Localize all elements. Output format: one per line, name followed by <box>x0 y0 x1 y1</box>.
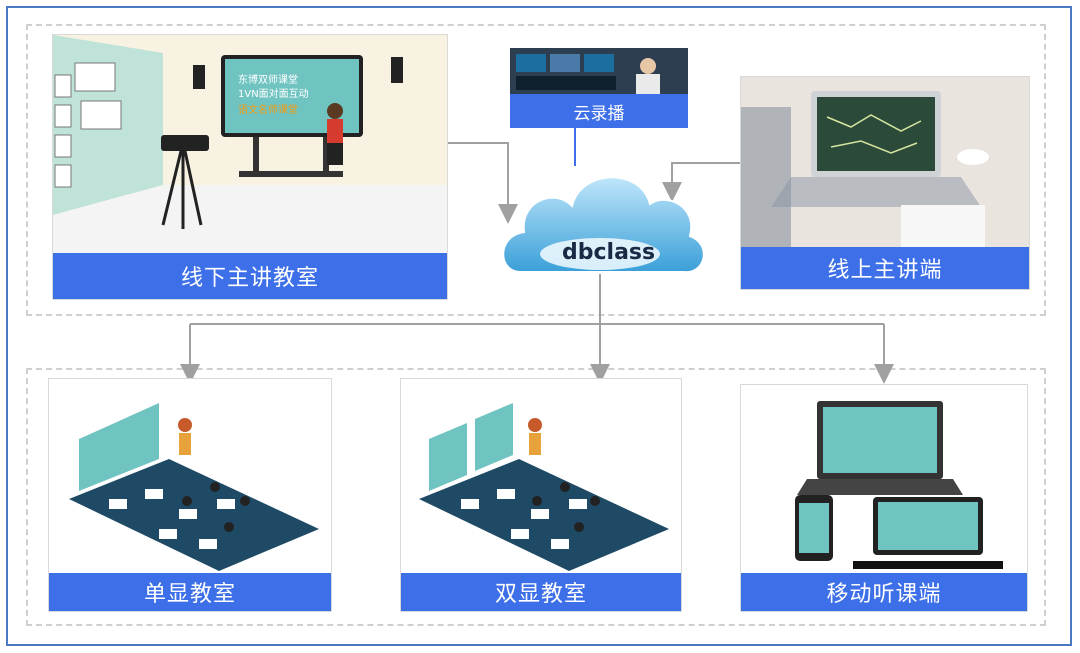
dual-display-classroom-card: 双显教室 <box>400 378 682 612</box>
single-display-label: 单显教室 <box>49 573 331 611</box>
cloud-label: dbclass <box>562 240 656 265</box>
single-display-classroom-card: 单显教室 <box>48 378 332 612</box>
recording-illustration <box>510 48 688 94</box>
top-group-box <box>26 24 1046 316</box>
online-host-card: 线上主讲端 <box>740 76 1030 290</box>
screen-text-line3: 语文名师课堂 <box>238 103 298 116</box>
bottom-group-box <box>26 368 1046 626</box>
screen-text-line1: 东博双师课堂 <box>238 73 298 86</box>
dual-display-label: 双显教室 <box>401 573 681 611</box>
screen-text-line2: 1VN面对面互动 <box>238 87 309 100</box>
recording-card <box>510 48 688 94</box>
online-host-illustration <box>741 77 1029 249</box>
offline-classroom-illustration: 东博双师课堂 1VN面对面互动 语文名师课堂 <box>53 35 447 255</box>
single-display-illustration <box>49 379 331 575</box>
online-host-label: 线上主讲端 <box>741 247 1029 289</box>
recording-label: 云录播 <box>510 94 688 128</box>
offline-classroom-card: 东博双师课堂 1VN面对面互动 语文名师课堂 线下主讲教室 <box>52 34 448 300</box>
dual-display-illustration <box>401 379 681 575</box>
offline-classroom-label: 线下主讲教室 <box>53 253 447 299</box>
mobile-terminal-card: 移动听课端 <box>740 384 1028 612</box>
mobile-terminal-label: 移动听课端 <box>741 573 1027 611</box>
mobile-terminal-illustration <box>741 385 1027 575</box>
